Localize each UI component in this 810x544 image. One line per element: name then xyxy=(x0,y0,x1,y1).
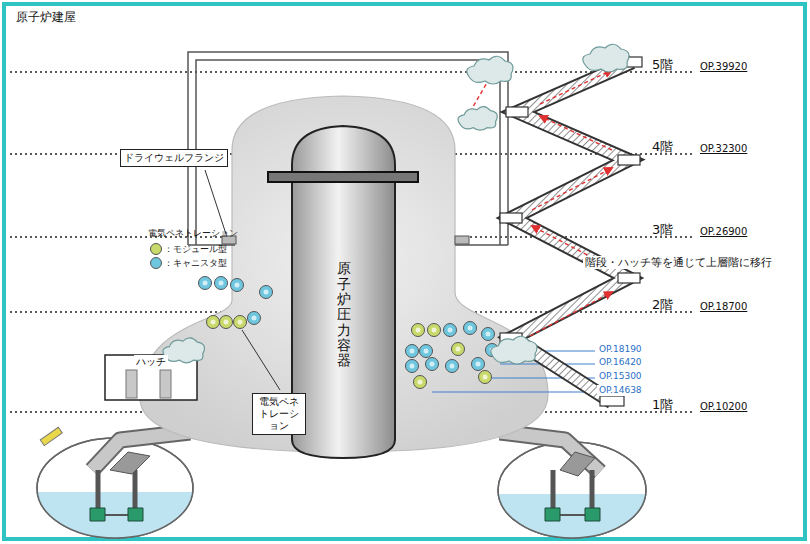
penetration-core xyxy=(211,320,216,325)
floor-label: 3階 xyxy=(652,222,673,238)
node-text: 原子炉圧力容器 xyxy=(337,261,351,369)
penetration-core xyxy=(235,283,240,288)
penetration-core xyxy=(468,326,473,331)
elevation-label: OP.26900 xyxy=(700,226,747,238)
steam-cloud xyxy=(583,44,629,72)
penetration-symbol xyxy=(464,322,477,335)
node-text: ハッチ xyxy=(134,355,168,369)
penetration-core xyxy=(456,347,461,352)
penetration-symbol xyxy=(234,316,247,329)
penetration-symbol xyxy=(482,328,495,341)
elevation-label: OP.15300 xyxy=(597,371,644,382)
penetration-core xyxy=(432,328,437,333)
elevation-label: OP.39920 xyxy=(700,61,747,73)
penetration-symbol xyxy=(428,324,441,337)
penetration-symbol xyxy=(220,316,233,329)
vessel-flange xyxy=(268,172,418,182)
node-text: 電気ペネ トレーション xyxy=(256,396,302,432)
elevation-label: OP.18700 xyxy=(700,301,747,313)
diagram-title: 原子炉建屋 xyxy=(16,10,76,24)
steam-cloud xyxy=(467,56,513,84)
legend-row: ：キャニスタ型 xyxy=(150,257,227,269)
penetration-core xyxy=(238,320,243,325)
penetration-symbol xyxy=(452,343,465,356)
steam-cloud xyxy=(163,44,629,364)
penetration-symbol xyxy=(420,345,433,358)
elevation-label: OP.10200 xyxy=(700,401,747,413)
penetration-core xyxy=(430,362,435,367)
steam-cloud xyxy=(458,107,497,131)
penetration-core xyxy=(410,364,415,369)
legend-swatch xyxy=(150,243,162,255)
penetration-core xyxy=(416,328,421,333)
penetration-core xyxy=(252,316,257,321)
penetration-core xyxy=(418,380,423,385)
penetration-core xyxy=(219,281,224,286)
penetration-symbol xyxy=(215,277,228,290)
penetration-core xyxy=(410,349,415,354)
hatch-box: ハッチ xyxy=(105,355,197,400)
leader-line xyxy=(205,170,280,390)
legend-swatch xyxy=(150,257,162,269)
penetration-core xyxy=(476,362,481,367)
penetration-symbol xyxy=(414,376,427,389)
node-text: ドライウェルフランジ xyxy=(124,152,224,164)
penetration-core xyxy=(486,332,491,337)
penetration-core xyxy=(224,320,229,325)
elevation-label: OP.14638 xyxy=(597,385,644,396)
steam-cloud xyxy=(491,336,537,364)
penetration-symbol xyxy=(207,316,220,329)
floor-label: 1階 xyxy=(652,397,673,413)
elevation-label: OP.32300 xyxy=(700,143,747,155)
steam-cloud xyxy=(163,338,205,363)
legend-row: ：モジュール型 xyxy=(150,243,227,255)
flow-note: 階段・ハッチ等を通じて上層階に移行 xyxy=(583,256,774,269)
flow-arrow xyxy=(470,70,612,336)
floor-label: 2階 xyxy=(652,297,673,313)
penetration-symbol xyxy=(231,279,244,292)
penetration-symbol xyxy=(446,360,459,373)
elevation-label: OP.16420 xyxy=(597,357,644,368)
penetration-symbol xyxy=(406,360,419,373)
building-frame xyxy=(4,4,805,539)
elevation-label: OP.18190 xyxy=(597,344,644,355)
penetration-core xyxy=(264,290,269,295)
penetration-symbol xyxy=(444,324,457,337)
penetration-core xyxy=(483,375,488,380)
penetration-symbol xyxy=(199,277,212,290)
pressure-vessel-label: 原子炉圧力容器 xyxy=(292,190,395,440)
penetration-symbol xyxy=(412,324,425,337)
penetration-symbol xyxy=(260,286,273,299)
penetration-callout: 電気ペネ トレーション xyxy=(252,393,306,435)
legend-text: ：キャニスタ型 xyxy=(164,258,227,269)
flange-label-box: ドライウェルフランジ xyxy=(120,149,228,167)
penetration-core xyxy=(203,281,208,286)
legend-heading: 電気ペネトレーション xyxy=(148,228,238,239)
penetration-core xyxy=(450,364,455,369)
penetration-core xyxy=(448,328,453,333)
penetration-core xyxy=(424,349,429,354)
floor-label: 5階 xyxy=(652,57,673,73)
penetration-symbol xyxy=(479,371,492,384)
floor-label: 4階 xyxy=(652,139,673,155)
penetration-symbol xyxy=(426,358,439,371)
penetration-symbol xyxy=(406,345,419,358)
penetration-symbol xyxy=(472,358,485,371)
legend-text: ：モジュール型 xyxy=(164,244,227,255)
penetration-symbol xyxy=(248,312,261,325)
